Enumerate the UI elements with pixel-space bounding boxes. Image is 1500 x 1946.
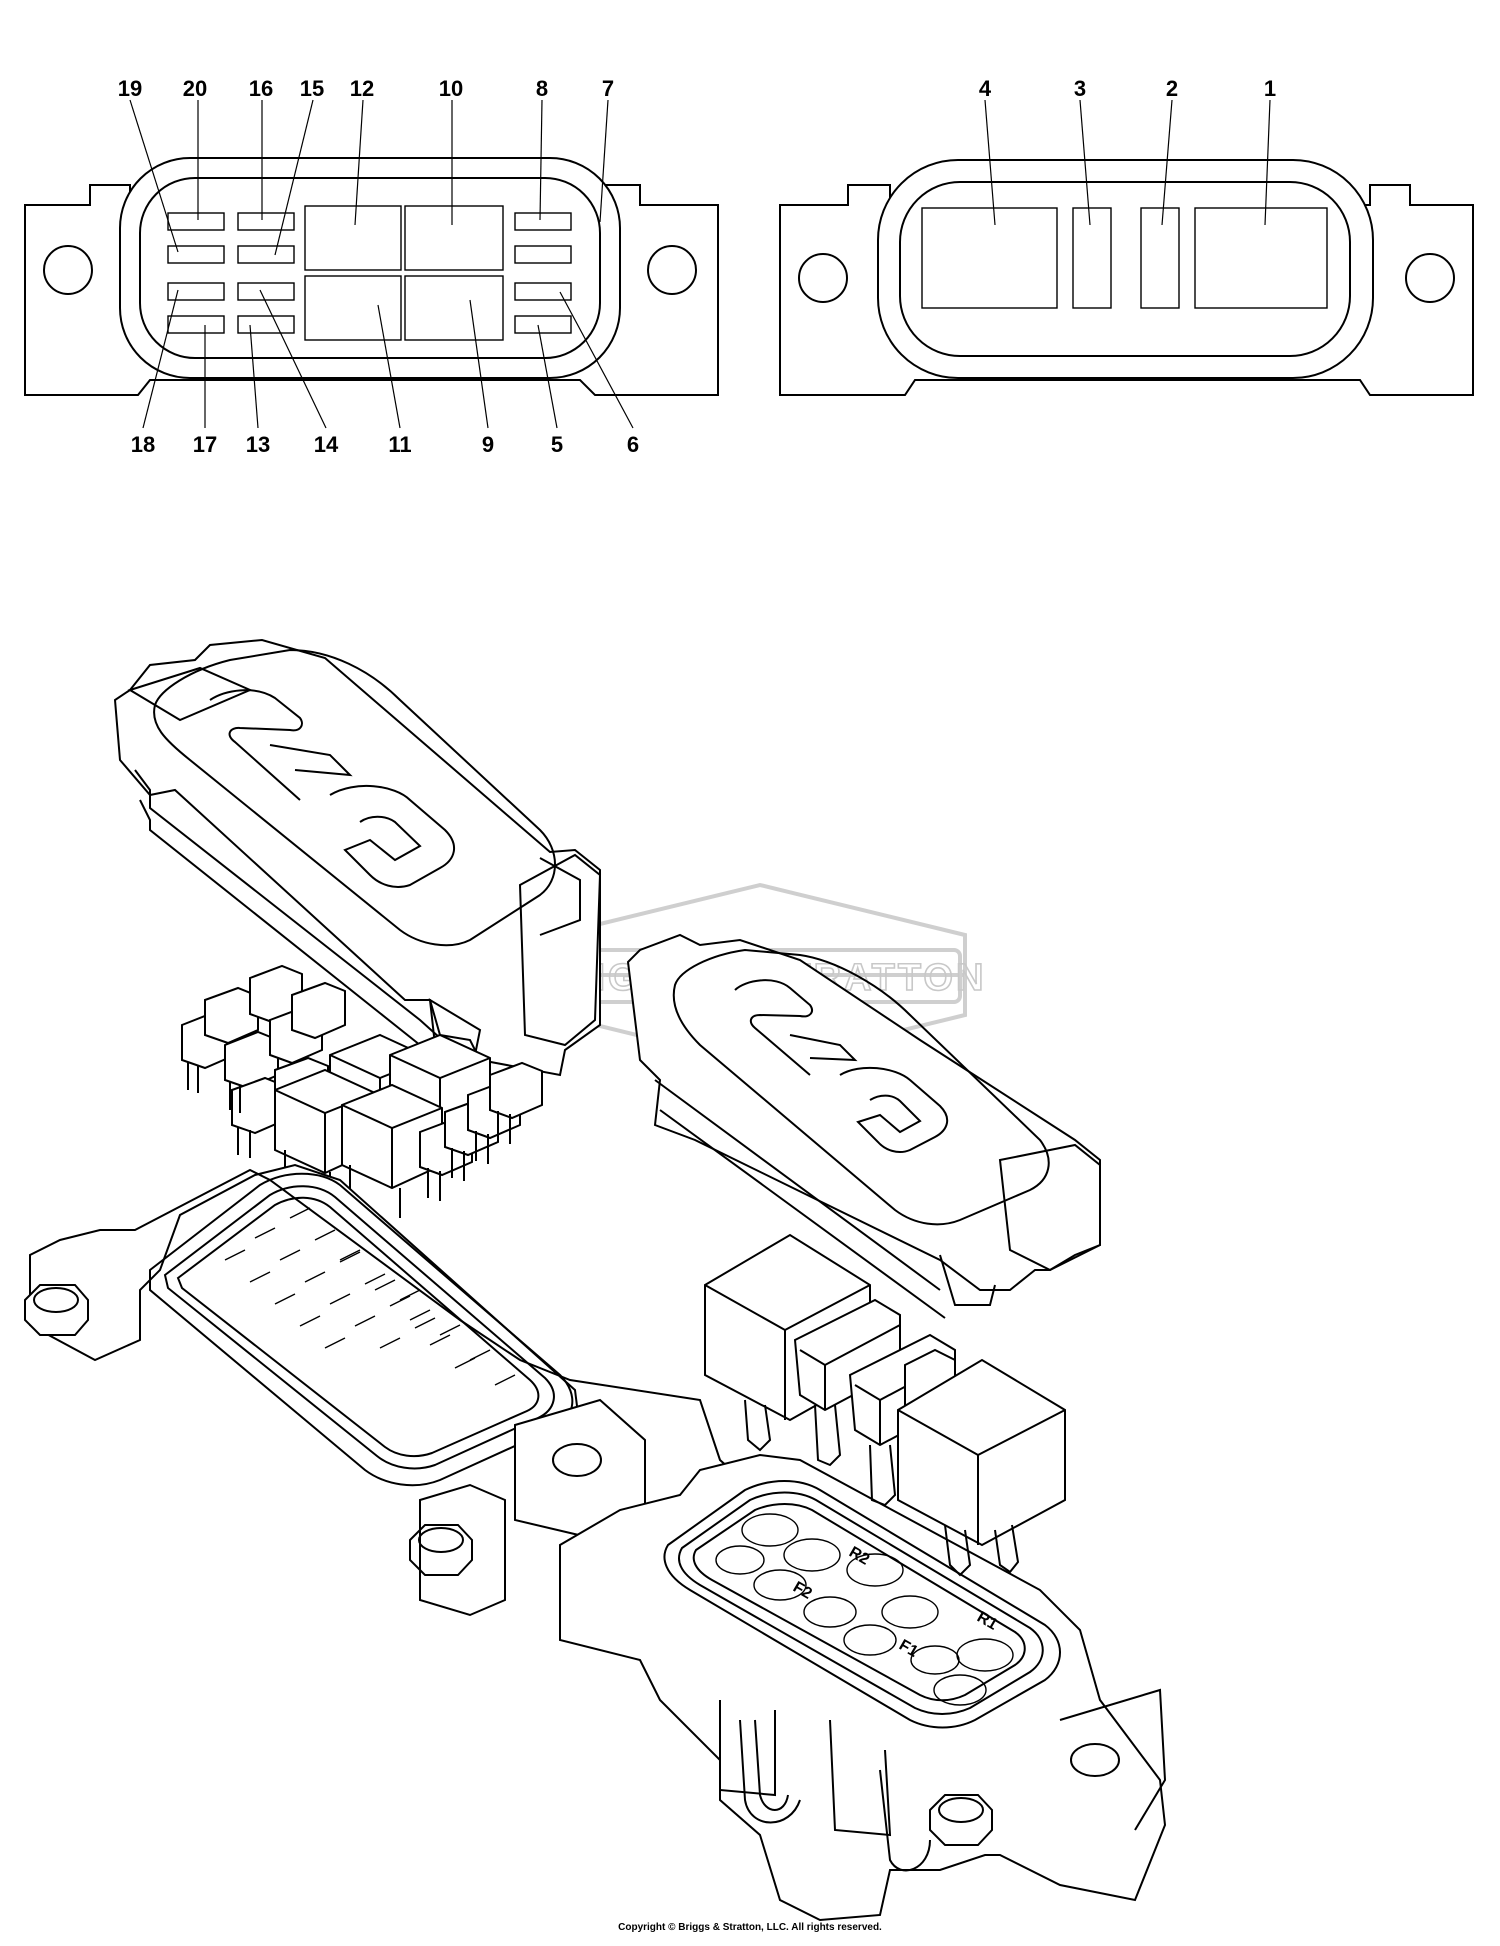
pin-label: 11 bbox=[388, 432, 411, 457]
pin-label: 16 bbox=[249, 76, 273, 101]
fuse-box-cover-large bbox=[113, 638, 602, 1077]
connector-4pin-face bbox=[779, 99, 1474, 396]
pin-label: 17 bbox=[193, 432, 217, 457]
pin-label: 19 bbox=[118, 76, 142, 101]
pin-label: 4 bbox=[979, 76, 992, 101]
pin-cavity-2 bbox=[1140, 207, 1180, 309]
pin-label: 13 bbox=[246, 432, 270, 457]
mounting-hole bbox=[43, 245, 93, 295]
mounting-hole bbox=[647, 245, 697, 295]
mounting-hole bbox=[798, 253, 848, 303]
relay-cavities bbox=[715, 1513, 1014, 1706]
pin-label: 20 bbox=[183, 76, 207, 101]
pin-cavity-3 bbox=[1072, 207, 1112, 309]
pin-label: 6 bbox=[627, 432, 639, 457]
pin-label: 1 bbox=[1264, 76, 1276, 101]
pin-label: 14 bbox=[314, 432, 339, 457]
pin-labels: 19 20 16 15 12 10 8 7 18 17 13 14 11 9 5… bbox=[118, 76, 1276, 457]
mounting-hole bbox=[1070, 1743, 1120, 1777]
bolt-head bbox=[409, 1524, 473, 1576]
pin-label: 12 bbox=[350, 76, 374, 101]
relays-and-fuses-right bbox=[704, 1233, 1066, 1577]
pin-label: 3 bbox=[1074, 76, 1086, 101]
pin-cavity-4 bbox=[921, 207, 1058, 309]
pin-cavities-center bbox=[304, 205, 504, 341]
pin-label: 2 bbox=[1166, 76, 1178, 101]
pin-cavity-1 bbox=[1194, 207, 1328, 309]
mounting-hole bbox=[1405, 253, 1455, 303]
bolt-head bbox=[24, 1284, 89, 1336]
mini-fuse-cluster-right bbox=[419, 1061, 543, 1201]
pin-label: 7 bbox=[602, 76, 614, 101]
copyright-notice: Copyright © Briggs & Stratton, LLC. All … bbox=[618, 1922, 882, 1933]
pin-cavity-grid bbox=[224, 1207, 516, 1386]
pin-label: 9 bbox=[482, 432, 494, 457]
connector-20pin-face bbox=[24, 99, 719, 429]
pin-label: 15 bbox=[300, 76, 324, 101]
pin-cavities-left bbox=[167, 212, 295, 334]
fuse-box-cover-small bbox=[626, 933, 1101, 1319]
pin-label: 5 bbox=[551, 432, 563, 457]
fuse-box-base-right: R2 F2 F1 R1 bbox=[559, 1453, 1167, 1922]
bolt-head bbox=[929, 1794, 993, 1846]
leader-lines-20pin bbox=[129, 99, 634, 429]
pin-label: 18 bbox=[131, 432, 155, 457]
mounting-hole bbox=[552, 1443, 602, 1477]
pin-label: 8 bbox=[536, 76, 548, 101]
pin-cavities-right bbox=[514, 212, 572, 334]
pin-label: 10 bbox=[439, 76, 463, 101]
